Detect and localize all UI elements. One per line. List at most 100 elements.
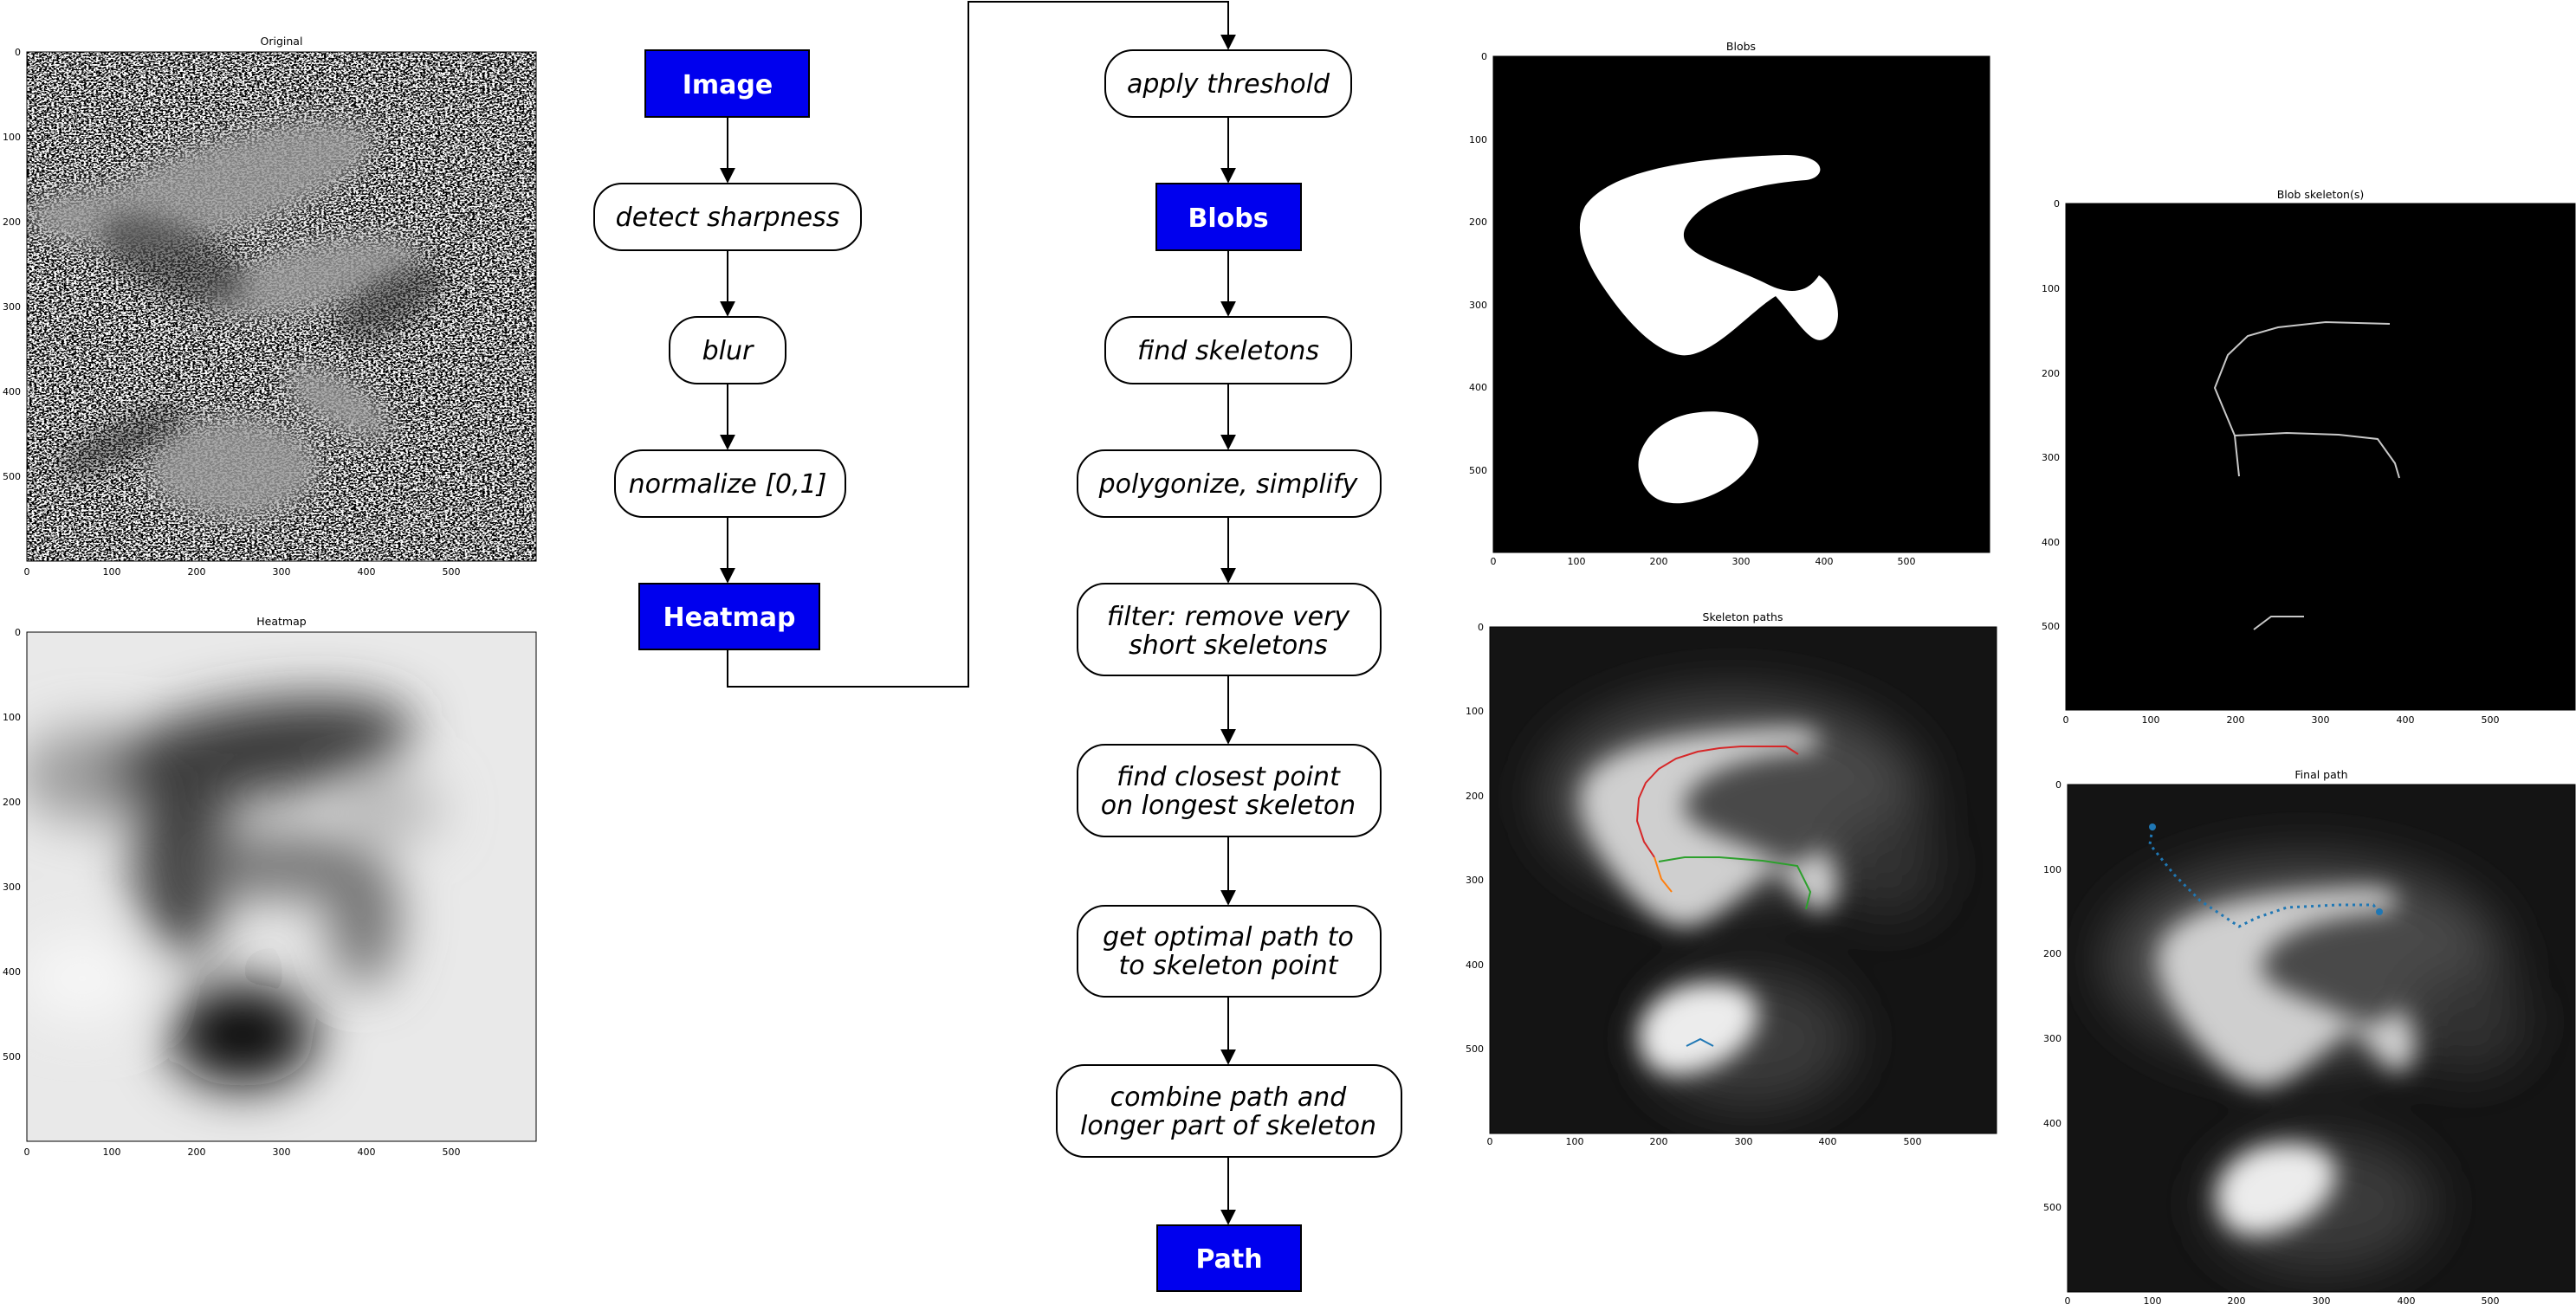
- heatmap-y-ticks: 0 100 200 300 400 500: [3, 627, 21, 1062]
- node-blobs-label: Blobs: [1188, 203, 1268, 234]
- node-find-skeletons: [1104, 316, 1352, 384]
- node-optimal-path-label-2: to skeleton point: [1118, 951, 1338, 981]
- path-end-point: [2376, 908, 2383, 915]
- svg-text:300: 300: [1732, 556, 1751, 567]
- node-filter: [1077, 583, 1382, 676]
- svg-text:400: 400: [2398, 1295, 2416, 1307]
- svg-text:300: 300: [3, 301, 21, 313]
- svg-text:400: 400: [358, 566, 376, 578]
- svg-text:400: 400: [2042, 537, 2060, 548]
- svg-text:100: 100: [2043, 864, 2061, 875]
- svg-text:500: 500: [3, 471, 21, 482]
- paths-x-ticks: 0 100 200 300 400 500: [1487, 1136, 1922, 1147]
- svg-text:0: 0: [1478, 622, 1484, 633]
- node-path: [1156, 1224, 1302, 1292]
- svg-text:200: 200: [2228, 1295, 2246, 1307]
- heatmap-title: Heatmap: [256, 615, 306, 628]
- original-title: Original: [261, 35, 303, 48]
- svg-text:300: 300: [1469, 300, 1487, 311]
- blobs-panel: Blobs 0 100 200 300 400 500 0 100 200 30…: [1469, 40, 1990, 567]
- skeletons-title: Blob skeleton(s): [2277, 188, 2365, 201]
- skeleton-paths-panel: Skeleton paths 0 100 200 300 400: [1466, 610, 1997, 1147]
- node-closest-point-label-1: find closest point: [1116, 762, 1341, 792]
- node-blur: [669, 316, 786, 384]
- svg-text:300: 300: [1466, 875, 1484, 886]
- svg-text:500: 500: [443, 566, 461, 578]
- node-closest-point: [1077, 744, 1382, 837]
- svg-text:0: 0: [1491, 556, 1497, 567]
- heatmap-x-ticks: 0 100 200 300 400 500: [24, 1146, 461, 1158]
- svg-text:500: 500: [2043, 1202, 2061, 1213]
- svg-text:100: 100: [103, 566, 121, 578]
- svg-text:300: 300: [273, 1146, 291, 1158]
- final-path-title: Final path: [2294, 768, 2347, 781]
- blobs-y-ticks: 0 100 200 300 400 500: [1469, 51, 1487, 476]
- svg-text:500: 500: [1904, 1136, 1922, 1147]
- svg-text:500: 500: [1469, 465, 1487, 476]
- final-path-line: [2148, 823, 2383, 928]
- skeleton-lines: [2213, 320, 2400, 630]
- skeletons-x-ticks: 0 100 200 300 400 500: [2063, 714, 2500, 726]
- node-normalize: [614, 449, 846, 518]
- svg-text:200: 200: [188, 1146, 206, 1158]
- svg-text:400: 400: [1819, 1136, 1837, 1147]
- node-find-skeletons-label: find skeletons: [1137, 336, 1319, 366]
- node-heatmap-label: Heatmap: [663, 603, 795, 633]
- blob-lower-shape: [1638, 411, 1758, 504]
- svg-text:300: 300: [2043, 1033, 2061, 1044]
- node-image-label: Image: [683, 70, 773, 100]
- original-x-ticks: 0 100 200 300 400 500: [24, 566, 461, 578]
- svg-text:100: 100: [3, 132, 21, 143]
- svg-text:300: 300: [1735, 1136, 1753, 1147]
- svg-text:100: 100: [2144, 1295, 2162, 1307]
- svg-text:500: 500: [2042, 621, 2060, 632]
- svg-text:0: 0: [24, 1146, 30, 1158]
- svg-text:0: 0: [1487, 1136, 1493, 1147]
- svg-text:0: 0: [15, 627, 21, 638]
- svg-text:200: 200: [2227, 714, 2245, 726]
- node-normalize-label: normalize [0,1]: [629, 469, 827, 500]
- path-start-point: [2149, 823, 2156, 830]
- node-polygonize: [1077, 449, 1382, 518]
- node-combine: [1056, 1064, 1402, 1158]
- svg-text:100: 100: [1566, 1136, 1584, 1147]
- svg-text:200: 200: [1650, 1136, 1668, 1147]
- node-combine-label-2: longer part of skeleton: [1080, 1111, 1376, 1141]
- svg-text:100: 100: [1469, 134, 1487, 145]
- node-detect-sharpness-label: detect sharpness: [616, 203, 840, 233]
- svg-text:200: 200: [1469, 216, 1487, 228]
- original-panel: Original 0 100 200 300 400 500: [3, 35, 537, 578]
- blob-upper-shape: [1579, 154, 1838, 356]
- final-x-ticks: 0 100 200 300 400 500: [2065, 1295, 2500, 1307]
- svg-text:500: 500: [2482, 714, 2500, 726]
- original-y-ticks: 0 100 200 300 400 500: [3, 47, 21, 482]
- svg-text:500: 500: [1466, 1043, 1484, 1055]
- svg-text:300: 300: [2042, 452, 2060, 463]
- svg-text:300: 300: [273, 566, 291, 578]
- svg-text:400: 400: [3, 966, 21, 978]
- svg-text:100: 100: [1568, 556, 1586, 567]
- svg-text:200: 200: [2043, 948, 2061, 959]
- svg-text:300: 300: [2313, 1295, 2331, 1307]
- skeleton-path-lines: [1635, 746, 1812, 1047]
- svg-text:400: 400: [2043, 1118, 2061, 1129]
- svg-text:400: 400: [358, 1146, 376, 1158]
- svg-text:200: 200: [1650, 556, 1668, 567]
- svg-text:0: 0: [24, 566, 30, 578]
- node-optimal-path-label-1: get optimal path to: [1103, 922, 1354, 953]
- heatmap-shapes: [27, 697, 442, 1087]
- node-apply-threshold: [1104, 49, 1352, 118]
- node-filter-label-2: short skeletons: [1129, 630, 1328, 661]
- svg-text:200: 200: [3, 797, 21, 808]
- node-blur-label: blur: [702, 336, 754, 366]
- blobs-x-ticks: 0 100 200 300 400 500: [1491, 556, 1916, 567]
- svg-text:200: 200: [3, 216, 21, 228]
- svg-text:400: 400: [3, 386, 21, 397]
- skeleton-paths-title: Skeleton paths: [1703, 610, 1783, 623]
- svg-text:500: 500: [443, 1146, 461, 1158]
- skeletons-panel: Blob skeleton(s) 0 100 200 300 400 500 0…: [2042, 188, 2576, 726]
- pipeline-flowchart: Image detect sharpness blur normalize [0…: [593, 1, 1402, 1292]
- svg-text:100: 100: [2042, 283, 2060, 294]
- svg-text:200: 200: [2042, 368, 2060, 379]
